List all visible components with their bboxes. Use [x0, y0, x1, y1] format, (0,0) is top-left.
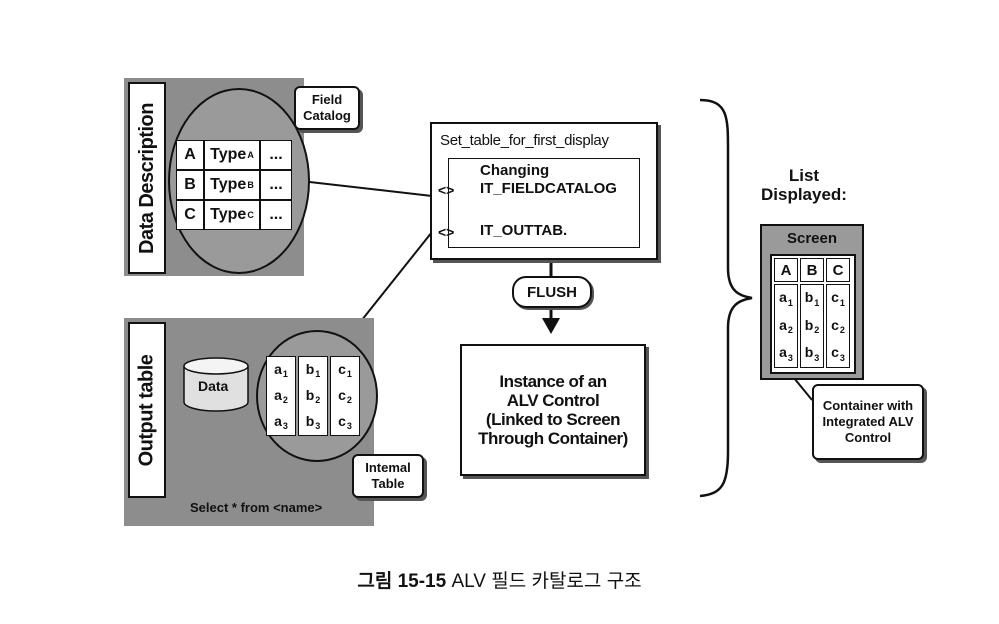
list-displayed-title: List Displayed: [761, 166, 847, 204]
screen-grid: A B C a1 a2 a3 b1 b2 b3 c1 c2 c3 [770, 254, 856, 374]
screen-col-c: c1 c2 c3 [826, 284, 850, 368]
screen-col-b: b1 b2 b3 [800, 284, 824, 368]
screen-header-a: A [774, 258, 798, 282]
alv-instance-box: Instance of an ALV Control (Linked to Sc… [460, 344, 646, 476]
screen-col-a: a1 a2 a3 [774, 284, 798, 368]
outtab-arrow-icon: <> [438, 224, 455, 240]
method-title: Set_table_for_first_display [440, 132, 609, 149]
figure-caption: 그림 15-15 ALV 필드 카탈로그 구조 [0, 566, 999, 593]
method-params-box [448, 158, 640, 248]
figure-number: 그림 15-15 [357, 571, 447, 592]
flush-label: FLUSH [512, 276, 592, 308]
data-description-label: Data Description [128, 82, 166, 274]
field-more-b: ... [260, 170, 292, 200]
outtab-param: IT_OUTTAB. [480, 222, 568, 239]
select-statement: Select * from <name> [190, 500, 323, 515]
screen-panel: Screen A B C a1 a2 a3 b1 b2 b3 c1 c2 c3 [760, 224, 864, 380]
internal-table: a1 a2 a3 b1 b2 b3 c1 c2 c3 [266, 356, 362, 436]
database-label: Data [198, 378, 229, 394]
field-more-c: ... [260, 200, 292, 230]
database-icon [183, 357, 249, 412]
screen-header-b: B [800, 258, 824, 282]
screen-title: Screen [786, 230, 838, 247]
internal-col-c: c1 c2 c3 [330, 356, 360, 436]
field-key-a: A [176, 140, 204, 170]
internal-col-a: a1 a2 a3 [266, 356, 296, 436]
field-key-c: C [176, 200, 204, 230]
method-box: Set_table_for_first_display Changing IT_… [430, 122, 658, 260]
screen-header-c: C [826, 258, 850, 282]
field-more-a: ... [260, 140, 292, 170]
internal-col-b: b1 b2 b3 [298, 356, 328, 436]
output-table-label: Output table [128, 322, 166, 498]
figure-title: ALV 필드 카탈로그 구조 [451, 571, 642, 592]
fieldcatalog-arrow-icon: <> [438, 182, 455, 198]
fieldcatalog-param: IT_FIELDCATALOG [480, 180, 617, 197]
container-tag: Container with Integrated ALV Control [812, 384, 924, 460]
changing-label: Changing [480, 162, 550, 179]
field-key-b: B [176, 170, 204, 200]
